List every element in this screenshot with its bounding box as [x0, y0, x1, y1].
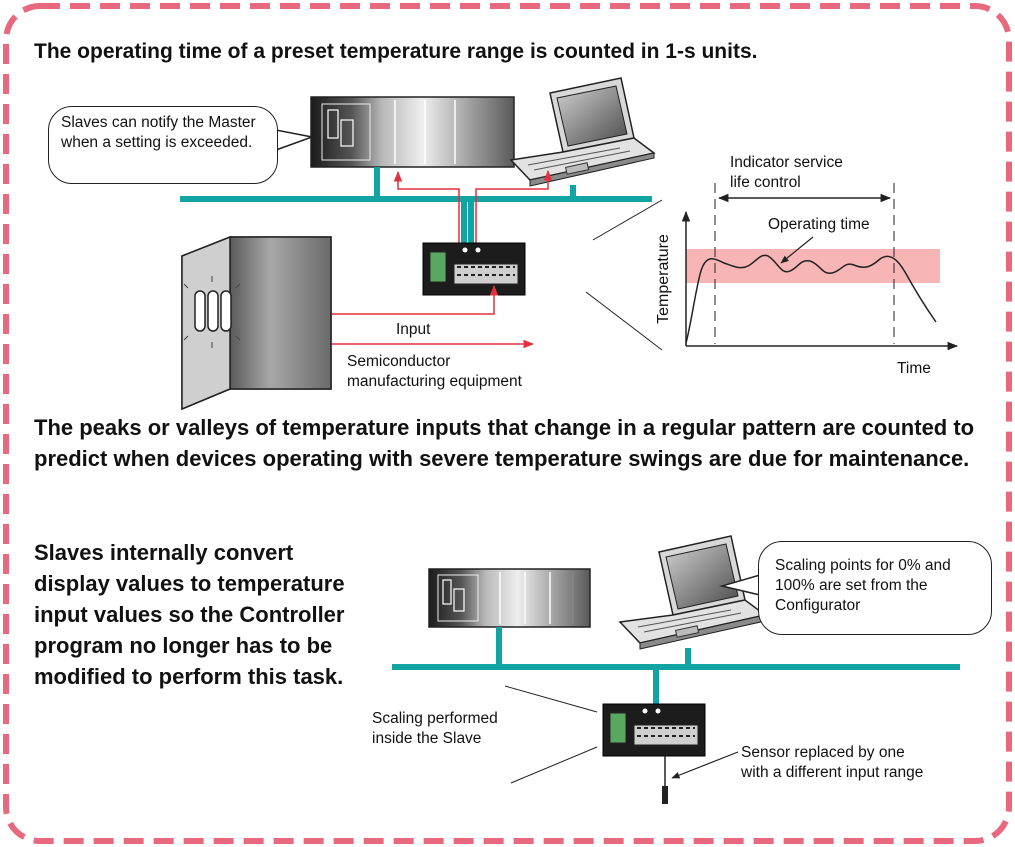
- slave-unit-icon-bottom: [602, 703, 706, 757]
- temperature-axis-label: Temperature: [655, 234, 672, 324]
- sensor-label-line2: with a different input range: [741, 764, 924, 781]
- callout-notify-master: Slaves can notify the Master when a sett…: [48, 106, 278, 184]
- laptop-icon-bottom: [618, 535, 767, 650]
- indicator-label-line1: Indicator service: [730, 154, 843, 171]
- heading-peaks-valleys: The peaks or valleys of temperature inpu…: [34, 415, 975, 471]
- controller-unit-icon: [310, 96, 515, 168]
- temperature-chart: Temperature: [655, 183, 959, 351]
- heading-operating-time: The operating time of a preset temperatu…: [34, 40, 758, 63]
- slave-unit-icon: [422, 242, 526, 296]
- equipment-label-line1: Semiconductor: [347, 353, 451, 370]
- scaling-label-line1: Scaling performed: [372, 710, 498, 727]
- scaling-label-line2: inside the Slave: [372, 730, 482, 747]
- signal-arrow-to-master: [393, 170, 460, 243]
- dashed-frame: [3, 3, 1012, 844]
- temperature-band: [686, 249, 940, 283]
- sensor-probe-icon: [662, 756, 668, 804]
- time-axis-label: Time: [897, 360, 931, 377]
- operating-time-pointer: [780, 236, 814, 264]
- sensor-pointer: [671, 751, 739, 779]
- temperature-curve: [685, 254, 937, 344]
- operating-time-label: Operating time: [768, 216, 870, 233]
- callout-scaling-points: Scaling points for 0% and 100% are set f…: [758, 541, 992, 635]
- sensor-label-line1: Sensor replaced by one: [741, 744, 905, 761]
- laptop-icon: [509, 77, 656, 187]
- semiconductor-equipment-icon: [181, 235, 332, 411]
- input-arrow: [331, 284, 499, 315]
- signal-arrow-to-laptop: [475, 169, 553, 243]
- indicator-label-line2: life control: [730, 174, 801, 191]
- equipment-label-line2: manufacturing equipment: [347, 373, 522, 390]
- input-label: Input: [396, 321, 431, 338]
- callout-tail-top: [275, 129, 315, 152]
- heading-scaling: Slaves internally convert display values…: [34, 540, 345, 689]
- controller-unit-icon-bottom: [428, 568, 591, 628]
